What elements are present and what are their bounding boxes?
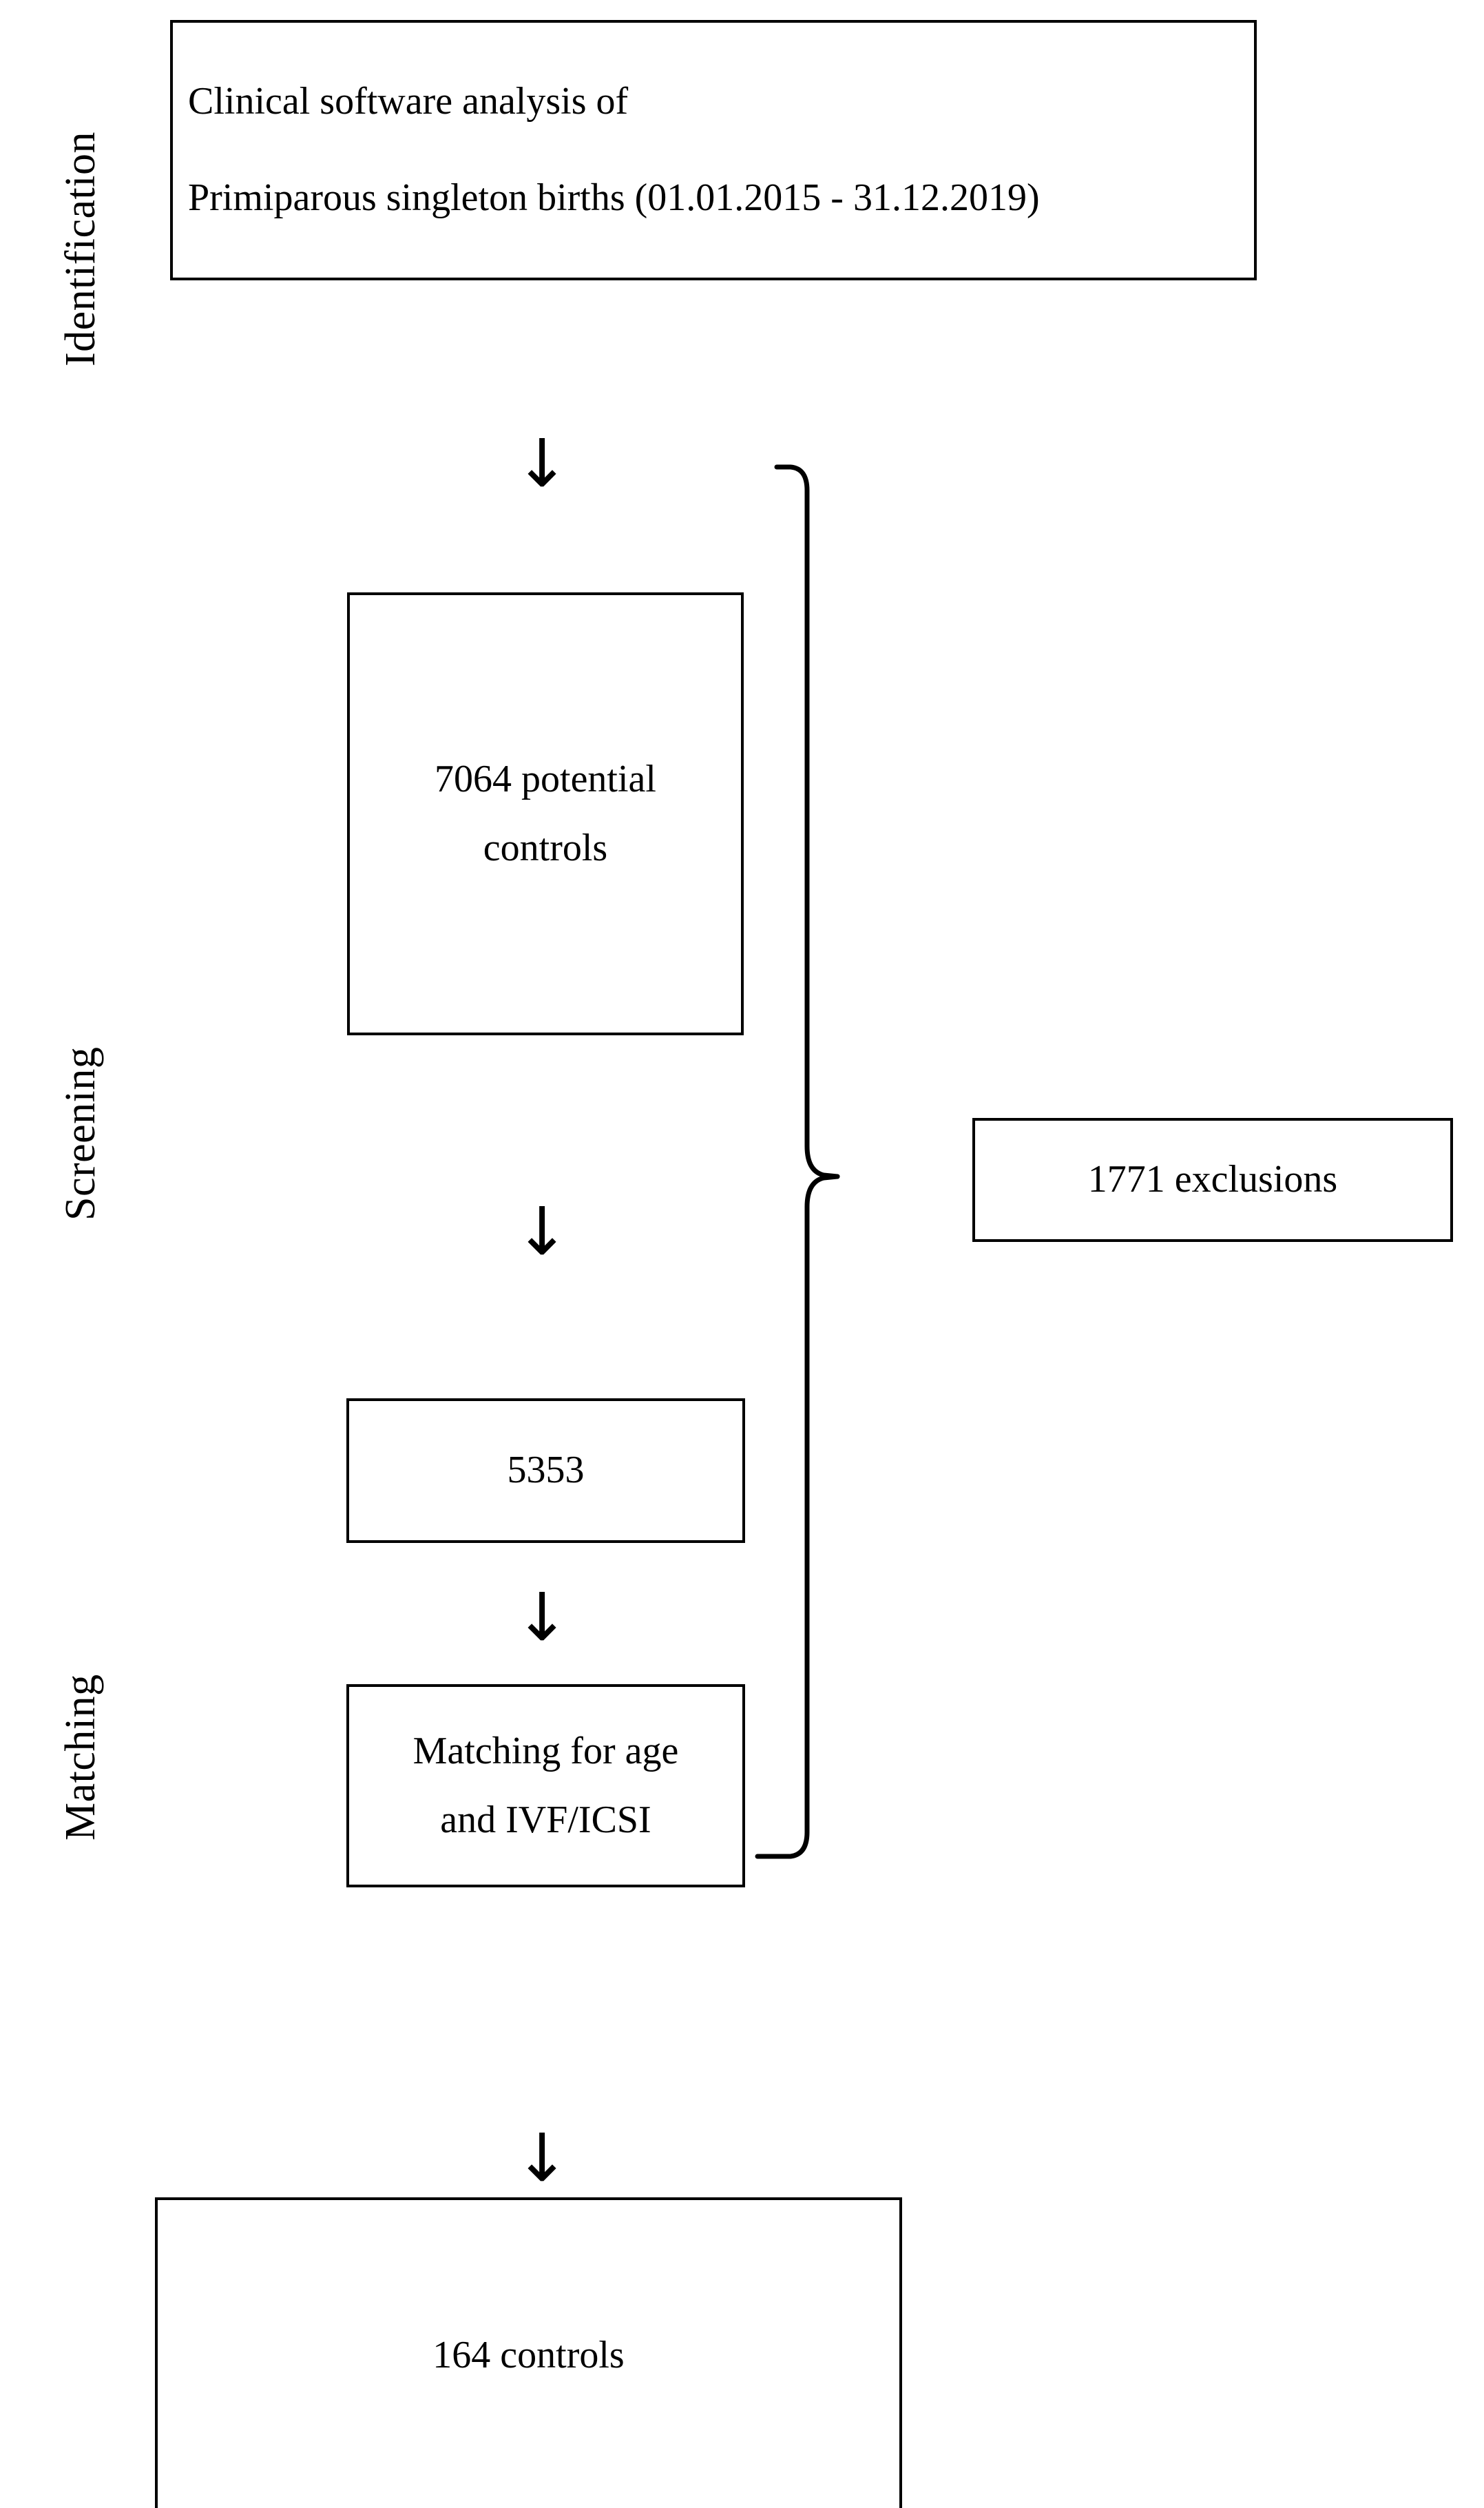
node-potential-controls: 7064 potential controls bbox=[347, 592, 744, 1035]
node-remaining-controls-text: 5353 bbox=[349, 1442, 742, 1498]
node-exclusions-line1: 1771 exclusions bbox=[1087, 1158, 1338, 1201]
node-source-line2: Primiparous singleton births (01.01.2015… bbox=[188, 176, 1040, 220]
node-potential-controls-line1: 7064 potential bbox=[435, 757, 656, 800]
node-source-records: Clinical software analysis of Primiparou… bbox=[170, 20, 1257, 280]
arrow-remaining-to-matching: ↓ bbox=[514, 1579, 570, 1656]
arrow-matching-to-final-controls: ↓ bbox=[514, 2120, 570, 2197]
arrow-potential-controls-to-remaining: ↓ bbox=[514, 1193, 570, 1270]
node-matching-criteria-text: Matching for age and IVF/ICSI bbox=[349, 1723, 742, 1848]
arrow-source-to-potential-controls: ↓ bbox=[514, 425, 570, 502]
node-matching-criteria: Matching for age and IVF/ICSI bbox=[346, 1684, 745, 1887]
node-potential-controls-line2: controls bbox=[483, 827, 608, 870]
node-source-line1: Clinical software analysis of bbox=[188, 80, 629, 123]
stage-label-screening: Screening bbox=[57, 1046, 104, 1221]
stage-label-identification: Identification bbox=[57, 132, 104, 366]
node-final-controls: 164 controls bbox=[155, 2197, 902, 2508]
node-exclusions-text: 1771 exclusions bbox=[975, 1152, 1450, 1208]
node-final-controls-text: 164 controls bbox=[158, 2328, 899, 2383]
node-source-text: Clinical software analysis of Primiparou… bbox=[173, 74, 1254, 226]
node-potential-controls-text: 7064 potential controls bbox=[350, 752, 741, 876]
node-final-controls-line1: 164 controls bbox=[432, 2334, 625, 2377]
node-matching-criteria-line2: and IVF/ICSI bbox=[440, 1799, 651, 1842]
node-matching-criteria-line1: Matching for age bbox=[412, 1729, 679, 1772]
exclusion-brace-upper bbox=[774, 464, 840, 1179]
node-remaining-controls: 5353 bbox=[346, 1398, 745, 1543]
stage-label-matching: Matching bbox=[57, 1674, 104, 1841]
node-remaining-controls-line1: 5353 bbox=[507, 1449, 585, 1492]
exclusion-brace-lower bbox=[755, 1174, 840, 1859]
node-exclusions: 1771 exclusions bbox=[972, 1118, 1453, 1242]
